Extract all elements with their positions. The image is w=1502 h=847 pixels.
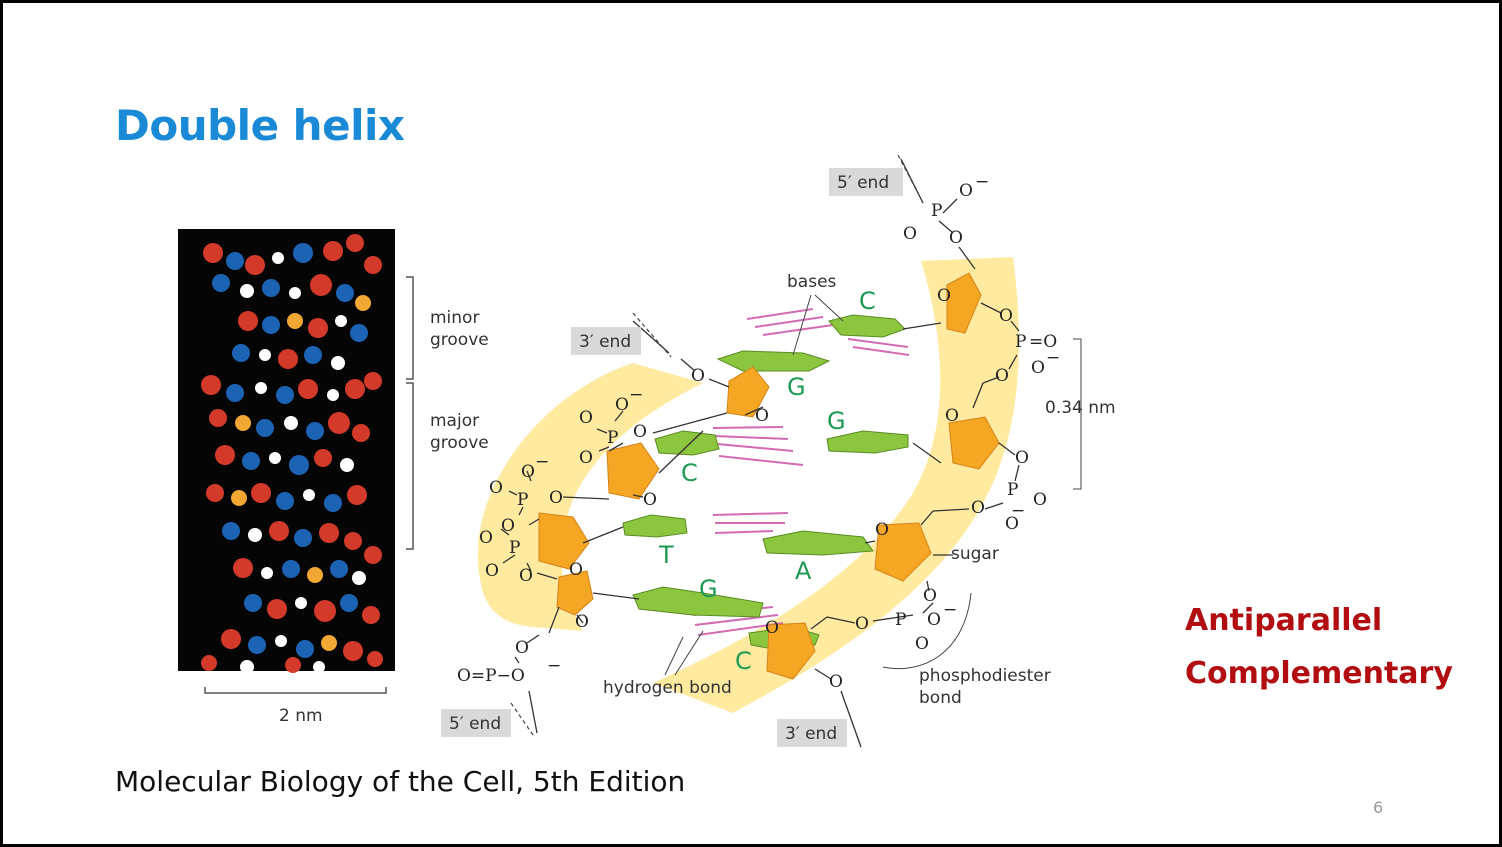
svg-text:P: P	[1007, 480, 1018, 500]
five-prime-end-top: 5′ end	[837, 173, 889, 193]
spacing-label: 0.34 nm	[1045, 398, 1116, 418]
svg-text:O: O	[633, 422, 647, 442]
svg-text:P: P	[895, 610, 906, 630]
base-label-g1: G	[787, 373, 806, 401]
svg-text:P: P	[931, 201, 942, 221]
svg-text:O: O	[549, 488, 563, 508]
minor-groove-label-1: minor	[430, 308, 479, 328]
svg-text:P: P	[517, 490, 528, 510]
svg-text:O: O	[959, 181, 973, 201]
base-label-a: A	[795, 557, 812, 585]
svg-text:O: O	[519, 566, 533, 586]
bases-label: bases	[787, 272, 837, 292]
scale-label: 2 nm	[279, 706, 323, 726]
svg-text:−: −	[943, 600, 957, 620]
minor-groove-label-2: groove	[430, 330, 489, 350]
svg-text:O: O	[575, 612, 589, 632]
base-label-c1: C	[859, 287, 876, 315]
svg-text:O: O	[485, 561, 499, 581]
svg-text:O: O	[479, 528, 493, 548]
svg-text:−: −	[975, 172, 989, 192]
svg-text:P: P	[509, 538, 520, 558]
svg-text:O: O	[643, 490, 657, 510]
backbone-bonds	[500, 158, 1020, 748]
svg-text:O: O	[915, 634, 929, 654]
bases	[622, 314, 909, 650]
left-backbone-ribbon	[477, 363, 703, 631]
right-backbone-ribbon	[653, 257, 1019, 713]
keyword-complementary: Complementary	[1185, 656, 1453, 691]
svg-text:O: O	[755, 406, 769, 426]
svg-text:O: O	[999, 306, 1013, 326]
svg-text:O: O	[1031, 358, 1045, 378]
svg-text:O: O	[855, 614, 869, 634]
svg-text:O: O	[1033, 490, 1047, 510]
sugars	[538, 272, 1000, 680]
major-groove-label-2: groove	[430, 433, 489, 453]
base-label-g3: G	[699, 575, 718, 603]
base-label-c3: C	[735, 647, 752, 675]
phosphodiester-label-1: phosphodiester	[919, 666, 1051, 686]
svg-text:O: O	[489, 478, 503, 498]
svg-text:O: O	[927, 610, 941, 630]
page-number: 6	[1373, 798, 1384, 817]
svg-text:O: O	[691, 366, 705, 386]
slide: Double helix	[3, 3, 1499, 844]
svg-text:O: O	[1005, 514, 1019, 534]
base-label-g2: G	[827, 407, 846, 435]
svg-text:O: O	[995, 366, 1009, 386]
schematic-diagram: O− PO O O O P=O O− O O O PO O− O O O PO−…	[441, 154, 1116, 748]
svg-text:O: O	[971, 498, 985, 518]
svg-text:O: O	[937, 286, 951, 306]
phosphodiester-label-2: bond	[919, 688, 962, 708]
svg-text:−: −	[629, 385, 643, 405]
svg-text:P: P	[607, 428, 618, 448]
svg-text:O: O	[515, 638, 529, 658]
svg-text:O: O	[903, 224, 917, 244]
svg-text:O: O	[923, 586, 937, 606]
source-caption: Molecular Biology of the Cell, 5th Editi…	[115, 765, 686, 798]
svg-text:O: O	[945, 406, 959, 426]
five-prime-end-bottom: 5′ end	[449, 714, 501, 734]
svg-text:O: O	[579, 448, 593, 468]
svg-text:−: −	[1011, 501, 1025, 521]
svg-text:P: P	[1015, 332, 1026, 352]
svg-text:O: O	[875, 520, 889, 540]
svg-text:O: O	[579, 408, 593, 428]
svg-text:O: O	[765, 618, 779, 638]
keyword-antiparallel: Antiparallel	[1185, 603, 1383, 638]
base-label-t: T	[658, 541, 674, 569]
space-filling-model: minor groove major groove 2 nm	[178, 229, 489, 726]
three-prime-end-bottom: 3′ end	[785, 724, 837, 744]
major-groove-label-1: major	[430, 411, 479, 431]
svg-text:O: O	[615, 395, 629, 415]
svg-text:−: −	[1046, 348, 1060, 368]
three-prime-end-left: 3′ end	[579, 332, 631, 352]
svg-text:O: O	[949, 228, 963, 248]
svg-text:−: −	[547, 656, 561, 676]
sugar-label: sugar	[951, 544, 999, 564]
svg-text:O=P−O: O=P−O	[457, 666, 525, 686]
svg-text:−: −	[535, 452, 549, 472]
leader-lines	[664, 294, 1082, 676]
svg-text:O: O	[521, 462, 535, 482]
svg-text:=O: =O	[1029, 332, 1057, 352]
svg-text:O: O	[569, 560, 583, 580]
base-label-c2: C	[681, 459, 698, 487]
hydrogen-bond-label: hydrogen bond	[603, 678, 732, 698]
svg-text:O: O	[829, 672, 843, 692]
slide-title: Double helix	[115, 101, 405, 150]
dna-figure: minor groove major groove 2 nm	[178, 154, 1116, 748]
svg-text:O: O	[1015, 448, 1029, 468]
svg-text:O: O	[501, 516, 515, 536]
